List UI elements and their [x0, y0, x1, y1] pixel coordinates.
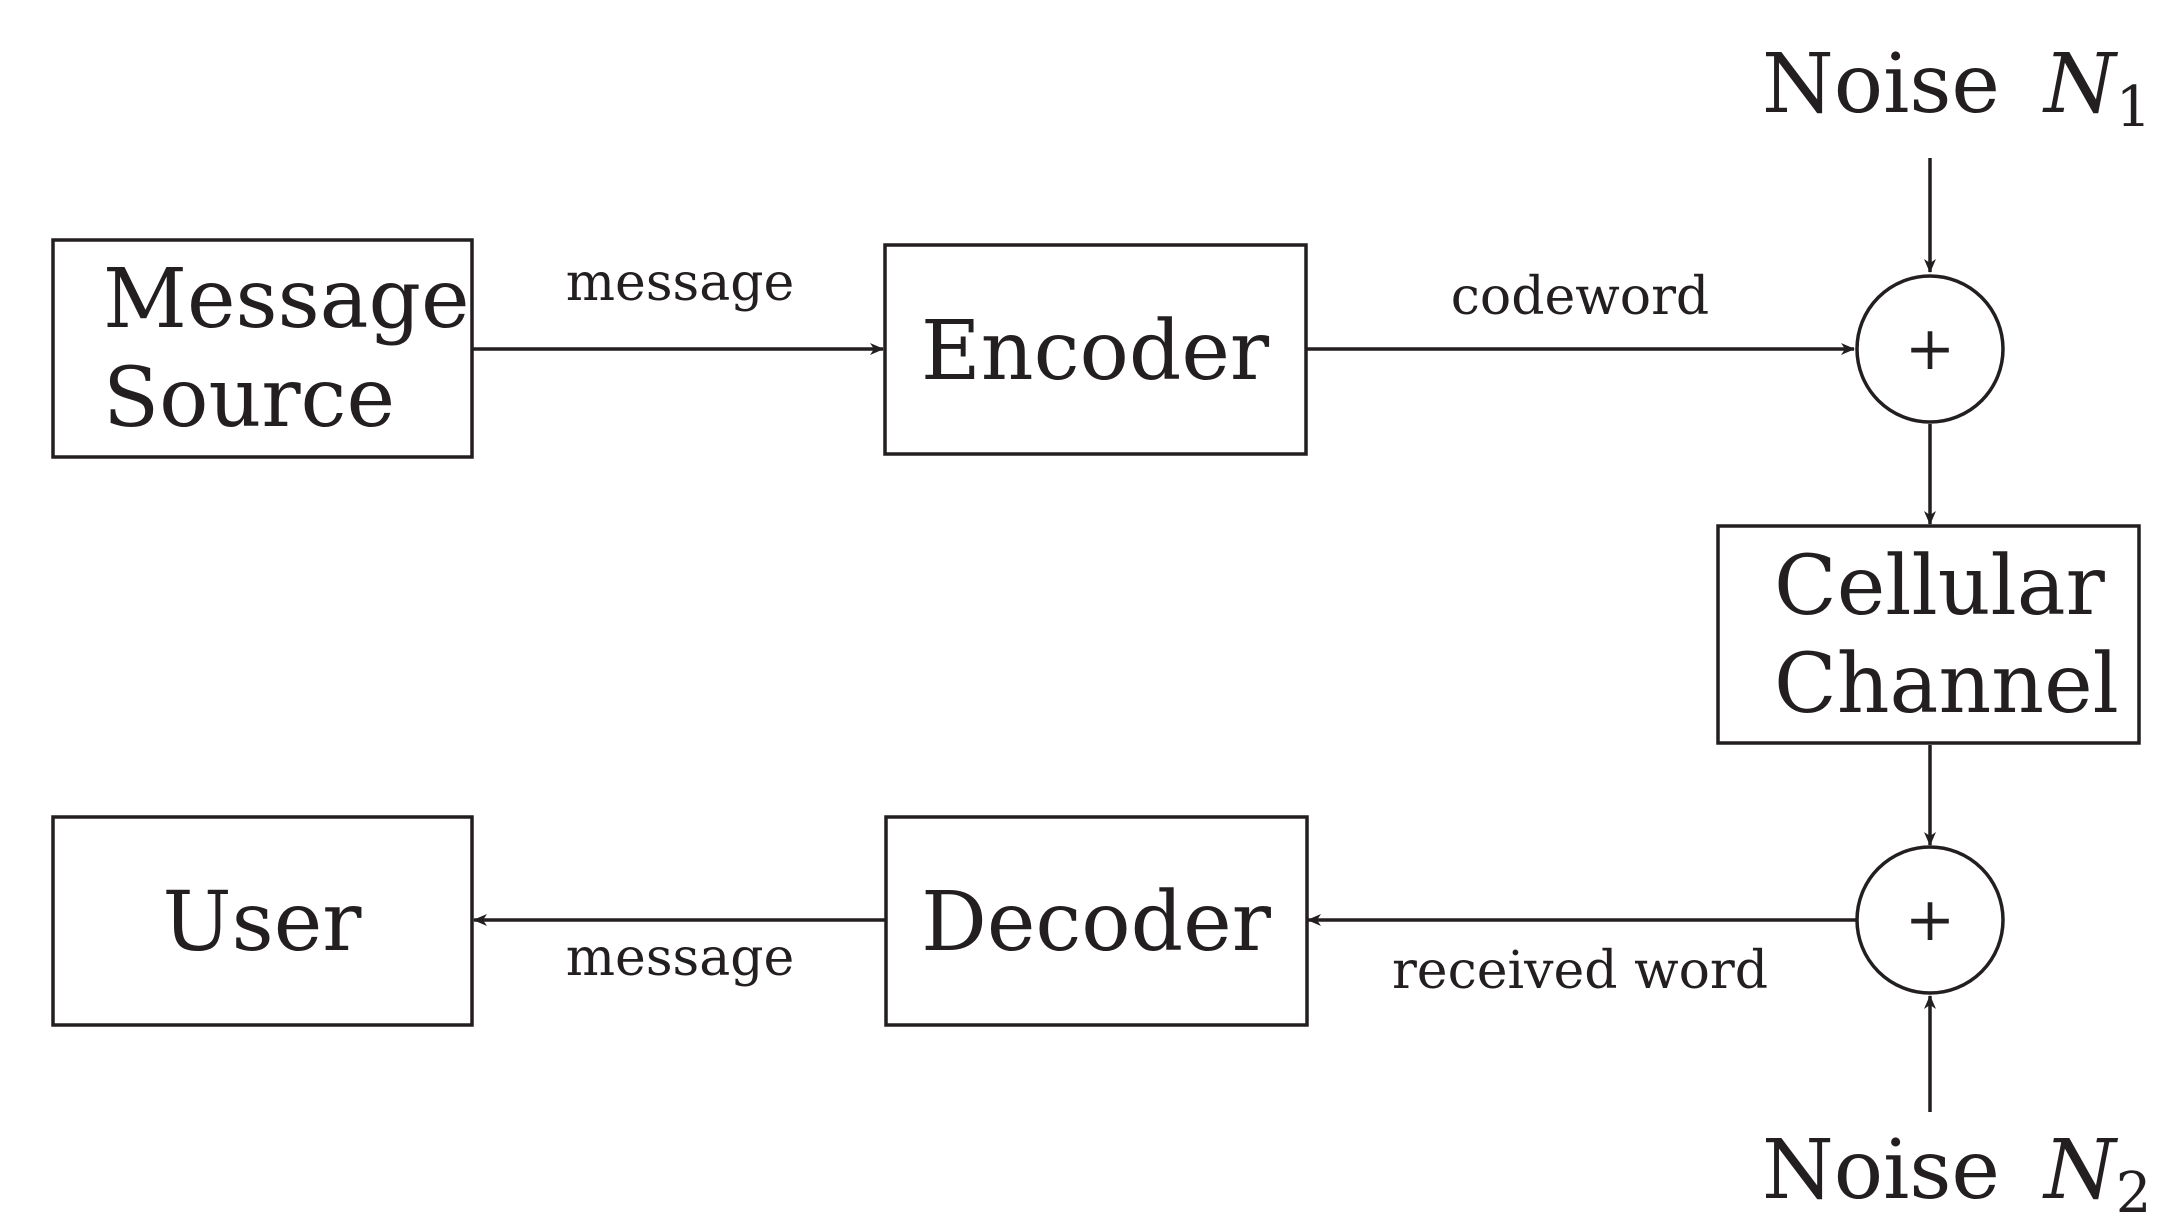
noise-n1-variable: N	[2042, 37, 2119, 132]
cellular-channel-label-line2: Channel	[1774, 637, 2119, 732]
noise-n2-word: Noise	[1762, 1123, 2000, 1218]
adder-top: +	[1855, 274, 2005, 424]
edge-label-source-to-encoder: message	[566, 253, 795, 313]
edge-label-encoder-to-channel: codeword	[1451, 267, 1709, 327]
edge-label-decoder-to-user: message	[566, 928, 795, 988]
noise-n1-subscript: 1	[2116, 75, 2152, 140]
encoder-block: Encoder	[883, 243, 1308, 456]
user-block: User	[51, 815, 474, 1027]
adder-top-symbol: +	[1905, 314, 1955, 384]
user-label: User	[163, 875, 363, 970]
edge-label-channel-to-decoder: received word	[1392, 941, 1768, 1001]
message-source-block: Message Source	[51, 238, 474, 459]
decoder-block: Decoder	[884, 815, 1309, 1027]
noise-n2-variable: N	[2042, 1123, 2119, 1218]
message-source-label-line1: Message	[103, 252, 470, 347]
decoder-label: Decoder	[921, 875, 1272, 970]
adder-bottom-symbol: +	[1905, 885, 1955, 955]
message-source-label-line2: Source	[103, 351, 395, 446]
noise-n2-subscript: 2	[2116, 1161, 2152, 1226]
noise-n2-label: Noise N2	[1762, 1123, 2151, 1226]
adder-bottom: +	[1855, 845, 2005, 995]
encoder-label: Encoder	[921, 304, 1270, 399]
noise-n1-label: Noise N1	[1762, 37, 2151, 140]
noise-n1-word: Noise	[1762, 37, 2000, 132]
cellular-channel-label-line1: Cellular	[1774, 539, 2106, 634]
cellular-channel-block: Cellular Channel	[1716, 524, 2141, 745]
